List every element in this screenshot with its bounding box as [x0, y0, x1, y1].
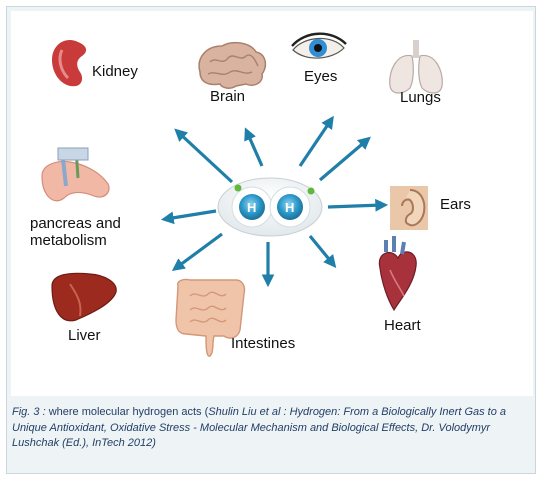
caption-lead: Fig. 3 :: [12, 406, 49, 418]
caption-text: where molecular hydrogen acts (: [48, 406, 209, 418]
arrow-liver: [171, 232, 223, 272]
label-lungs: Lungs: [400, 89, 441, 106]
hydrogen-atom-right: [277, 194, 303, 220]
atom-label-left: H: [247, 200, 257, 215]
arrow-heart: [308, 234, 337, 268]
lungs-icon: [389, 40, 443, 94]
label-eyes: Eyes: [304, 68, 338, 85]
arrow-kidney: [174, 128, 234, 184]
label-liver: Liver: [68, 327, 101, 344]
intestines-icon: [175, 278, 246, 357]
arrow-pancreas: [160, 209, 217, 225]
pancreas-icon: [41, 147, 110, 202]
label-heart: Heart: [384, 317, 421, 334]
label-brain: Brain: [210, 88, 246, 105]
arrow-eyes: [298, 115, 334, 167]
label-intestines: Intestines: [231, 335, 296, 352]
hydrogen-molecule: [217, 177, 323, 237]
eye-icon: [291, 32, 347, 59]
atom-label-right: H: [285, 200, 295, 215]
caption-citation: Shulin Liu et al : Hydrogen: From a Biol…: [12, 406, 507, 449]
figure-caption: Fig. 3 : where molecular hydrogen acts (…: [12, 405, 530, 452]
electron-right: [307, 187, 315, 195]
kidney-icon: [52, 40, 87, 87]
ear-icon: [390, 186, 428, 230]
arrow-lungs: [318, 136, 371, 182]
label-kidney: Kidney: [92, 63, 138, 80]
electron-left: [234, 184, 242, 192]
liver-icon: [51, 272, 117, 322]
arrow-ears: [327, 198, 389, 212]
label-pancreas-line2: metabolism: [30, 232, 107, 249]
heart-icon: [378, 236, 417, 312]
brain-icon: [198, 41, 267, 89]
hydrogen-atom-left: [239, 194, 265, 220]
label-pancreas-line1: pancreas and: [30, 215, 121, 232]
arrow-brain: [244, 127, 264, 167]
label-ears: Ears: [440, 196, 471, 213]
